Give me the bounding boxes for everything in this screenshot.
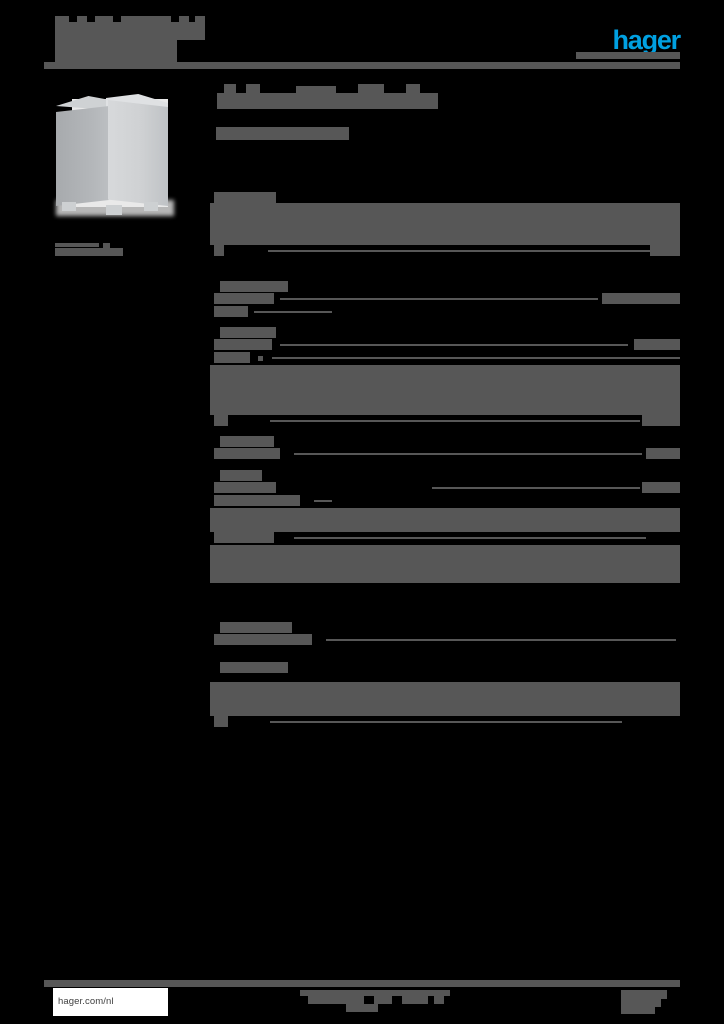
footer-center-block-3 xyxy=(402,996,428,1004)
row-leader-3-0 xyxy=(294,453,642,455)
header-title-redacted xyxy=(55,16,205,62)
header-title-block-6 xyxy=(55,22,205,40)
row-value-1-0 xyxy=(602,293,680,304)
product-foot-2 xyxy=(106,205,122,215)
row-bullet-2-1 xyxy=(258,356,263,361)
footer-right-redacted xyxy=(621,990,679,1014)
footer-center-block-2 xyxy=(374,996,392,1004)
row-leader-4-0 xyxy=(432,487,640,489)
footer-center-block-0 xyxy=(300,990,450,996)
row-label-5-0 xyxy=(214,634,312,645)
row-leader-t2-0 xyxy=(270,420,640,422)
row-label-4-1 xyxy=(214,495,300,506)
row-leader-1-1 xyxy=(254,311,332,313)
product-left-face xyxy=(56,106,109,206)
row-label-0-0 xyxy=(214,245,224,256)
section-header-3 xyxy=(220,436,274,447)
row-label-1-1 xyxy=(214,306,248,317)
row-leader-t4-0 xyxy=(294,537,646,539)
header-title-block-2 xyxy=(95,16,113,22)
product-foot-3 xyxy=(144,202,158,211)
row-label-3-0 xyxy=(214,448,280,459)
header-title-block-4 xyxy=(179,16,189,22)
title-nub-1 xyxy=(246,84,260,93)
row-leader-t6-0 xyxy=(270,721,622,723)
section-band-0 xyxy=(210,203,680,245)
section-header-6 xyxy=(220,662,288,673)
title-nub-4 xyxy=(406,84,420,93)
footer-center-block-1 xyxy=(308,996,364,1004)
header-title-block-7 xyxy=(55,40,177,62)
header-title-block-3 xyxy=(121,16,171,22)
header-title-block-0 xyxy=(55,16,69,22)
caption-block-1 xyxy=(103,243,110,248)
section-band-6 xyxy=(210,682,680,716)
hager-logo: hager xyxy=(612,25,681,55)
header-title-block-1 xyxy=(77,16,87,22)
product-right-face xyxy=(108,100,168,206)
section-band-2 xyxy=(210,365,680,415)
footer-right-block-1 xyxy=(621,999,661,1007)
footer-center-redacted xyxy=(300,990,450,1012)
logo-underline xyxy=(576,52,680,59)
section-header-5 xyxy=(220,622,292,633)
product-image xyxy=(44,84,194,234)
title-nub-2 xyxy=(296,86,336,93)
footer-divider xyxy=(44,980,680,987)
row-value-3-0 xyxy=(646,448,680,459)
section-header-4 xyxy=(220,470,262,481)
footer-center-block-4 xyxy=(434,996,444,1004)
row-leader-1-0 xyxy=(280,298,598,300)
row-leader-0-0 xyxy=(268,250,650,252)
row-leader-4-1 xyxy=(314,500,332,502)
caption-block-2 xyxy=(55,248,123,256)
row-label-t6-0 xyxy=(214,716,228,727)
row-label-4-0 xyxy=(214,482,276,493)
row-value-t2-0 xyxy=(642,415,680,426)
product-foot-1 xyxy=(62,202,76,211)
row-value-0-0 xyxy=(650,245,680,256)
footer-right-block-2 xyxy=(621,1007,655,1014)
product-caption-redacted xyxy=(55,243,125,257)
section-band2-4 xyxy=(210,545,680,583)
caption-block-0 xyxy=(55,243,99,247)
footer-url-link[interactable]: hager.com/nl xyxy=(53,988,168,1016)
content-subtitle-redacted xyxy=(216,127,349,140)
row-value-2-0 xyxy=(634,339,680,350)
header-title-block-5 xyxy=(195,16,205,22)
row-leader-5-0 xyxy=(326,639,676,641)
section-header-2 xyxy=(220,327,276,338)
row-label-1-0 xyxy=(214,293,274,304)
row-label-t4-0 xyxy=(214,532,274,543)
footer-center-block-5 xyxy=(346,1004,378,1012)
row-label-t2-0 xyxy=(214,415,228,426)
row-leader-2-0 xyxy=(280,344,628,346)
section-header-1 xyxy=(220,281,288,292)
header-divider xyxy=(44,62,680,69)
row-value-4-0 xyxy=(642,482,680,493)
specification-content xyxy=(210,84,680,727)
row-label-2-1 xyxy=(214,352,250,363)
section-band-4 xyxy=(210,508,680,532)
title-nub-3 xyxy=(358,84,384,93)
footer-right-block-0 xyxy=(621,990,667,999)
section-header-0 xyxy=(214,192,276,203)
row-label-2-0 xyxy=(214,339,272,350)
row-leader-2-1 xyxy=(272,357,680,359)
content-title-redacted xyxy=(217,93,438,109)
title-nub-0 xyxy=(224,84,236,93)
